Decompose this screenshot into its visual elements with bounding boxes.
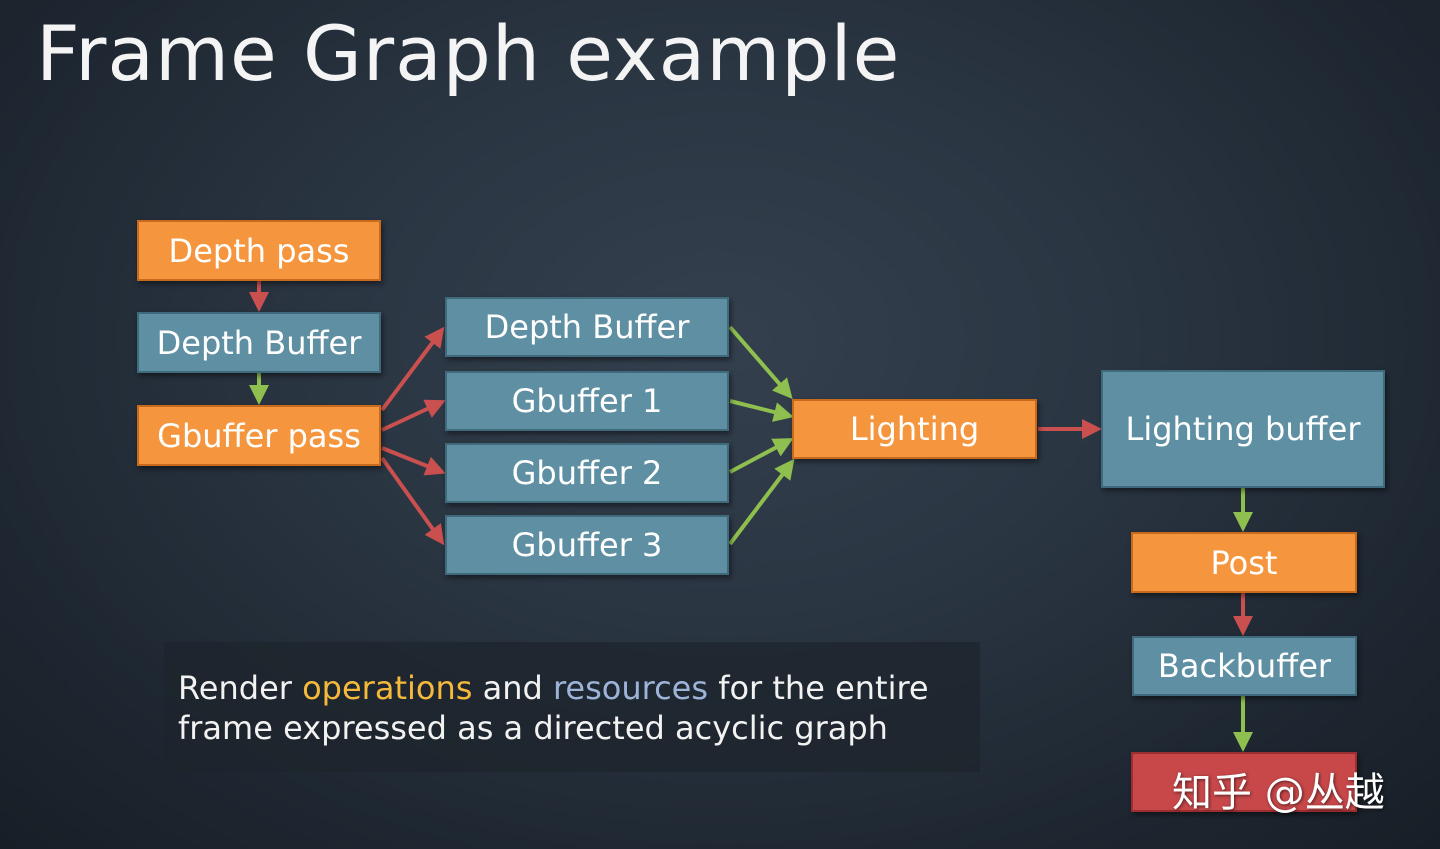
slide-title: Frame Graph example <box>36 9 901 98</box>
node-label: Gbuffer 3 <box>511 526 663 564</box>
node-label: Post <box>1210 543 1278 582</box>
node-gbuffer-2: Gbuffer 2 <box>445 443 729 503</box>
edge-gbufferpass-depthbuffer <box>380 326 445 412</box>
node-label: Lighting <box>849 410 980 448</box>
node-lighting-buffer: Lighting buffer <box>1101 370 1385 488</box>
caption-box: Render operations and resources for the … <box>164 642 980 772</box>
node-label: Depth Buffer <box>484 308 690 346</box>
node-label: Depth pass <box>168 231 350 270</box>
watermark: 知乎 @丛越 <box>1172 770 1385 816</box>
node-backbuffer: Backbuffer <box>1132 636 1357 696</box>
node-gbuffer-1: Gbuffer 1 <box>445 371 729 431</box>
caption-text-1: Render <box>178 669 303 707</box>
node-label: Gbuffer 1 <box>511 382 663 420</box>
edge-gbuffer3-lighting <box>728 458 795 546</box>
node-label: Depth Buffer <box>156 323 362 362</box>
edge-gbuffer2-lighting <box>729 438 794 474</box>
node-depth-buffer-left: Depth Buffer <box>137 312 381 373</box>
edge-gbufferpass-gbuffer3 <box>380 456 445 546</box>
caption-operations: operations <box>302 669 473 707</box>
node-lighting: Lighting <box>792 399 1037 459</box>
node-post: Post <box>1131 532 1357 593</box>
caption-resources: resources <box>552 669 709 707</box>
edge-depthbuffer-lighting <box>728 325 793 400</box>
node-label: Lighting buffer <box>1125 410 1361 448</box>
node-depth-pass: Depth pass <box>137 220 381 281</box>
edge-gbufferpass-gbuffer1 <box>381 399 446 432</box>
node-label: Gbuffer 2 <box>511 454 663 492</box>
node-gbuffer-3: Gbuffer 3 <box>445 515 729 575</box>
edge-gbuffer1-lighting <box>729 399 794 422</box>
caption-text-2: and <box>472 669 553 707</box>
node-gbuffer-pass: Gbuffer pass <box>137 405 381 466</box>
caption-text-3: for the entire frame expressed as a dire… <box>178 669 929 747</box>
edge-gbufferpass-gbuffer2 <box>381 446 446 476</box>
node-present <box>1131 752 1357 812</box>
node-depth-buffer-mid: Depth Buffer <box>445 297 729 357</box>
node-label: Gbuffer pass <box>157 416 361 455</box>
node-label: Backbuffer <box>1157 647 1332 685</box>
